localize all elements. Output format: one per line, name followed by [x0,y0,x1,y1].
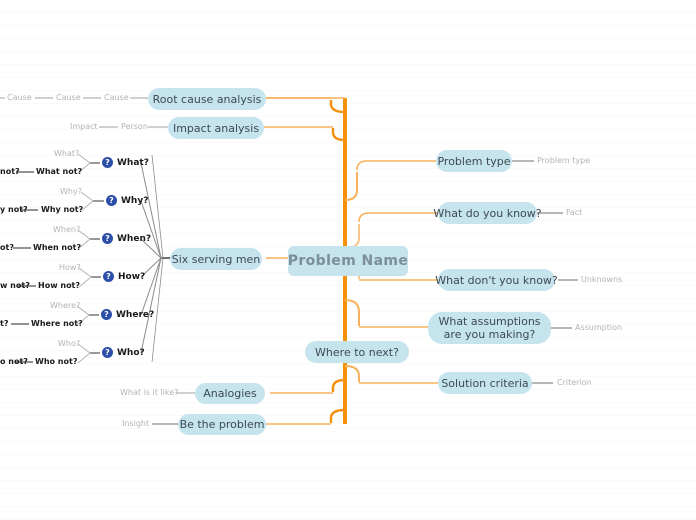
node-six-serving-men-label: Six serving men [171,252,261,266]
node-what-dont-you-know[interactable]: What don't you know? [435,269,558,291]
sublabel-how-not-tail: w not? [0,281,30,290]
sublabel-where-not-tail: t? [0,319,9,328]
question-icon: ? [103,271,114,282]
center-node-label: Problem Name [287,252,409,269]
tail-label-assumption: Assumption [575,323,623,332]
node-problem-type-label: Problem type [437,154,511,168]
node-what-do-you-know-label: What do you know? [433,206,542,220]
sublabel-when-not: When not? [33,243,82,252]
node-analogies[interactable]: Analogies [195,383,265,404]
question-icon: ? [106,195,117,206]
qnode-when[interactable]: ? When? [102,233,151,244]
sublabel-when-upper: When? [53,225,81,234]
tail-label-insight: Insight [122,419,150,428]
node-what-dont-you-know-label: What don't you know? [435,273,558,287]
node-where-to-next-label: Where to next? [315,345,399,359]
center-node[interactable]: Problem Name [288,246,408,276]
qnode-when-label: When? [117,233,152,244]
node-six-serving-men[interactable]: Six serving men [170,248,262,270]
sublabel-why-not: Why not? [41,205,84,214]
sublabel-what-not-tail: not? [0,167,20,176]
node-impact-analysis-label: Impact analysis [172,121,260,135]
sublabel-who-upper: Who? [58,339,81,348]
qnode-how-label: How? [118,271,146,282]
node-be-the-problem-label: Be the problem [179,418,265,431]
sublabel-what-upper: What? [54,149,80,158]
tail-label-problem-type: Problem type [537,156,591,165]
tail-label-cause-1: Cause [104,93,129,102]
node-solution-criteria-label: Solution criteria [441,376,529,390]
tail-label-unknowns: Unknowns [581,275,623,284]
tail-label-fact: Fact [566,208,583,217]
qnode-who[interactable]: ? Who? [102,347,145,358]
sublabel-how-upper: How? [59,263,81,272]
node-be-the-problem[interactable]: Be the problem [178,414,266,435]
sublabel-who-not: Who not? [35,357,78,366]
question-icon: ? [102,347,113,358]
sublabel-where-not: Where not? [31,319,83,328]
tail-label-criterion: Criterion [557,378,592,387]
sublabel-when-not-tail: ot? [0,243,14,252]
node-what-do-you-know[interactable]: What do you know? [433,202,542,224]
tail-label-cause-2: Cause [56,93,81,102]
qnode-where-label: Where? [116,309,155,320]
qnode-why[interactable]: ? Why? [106,195,148,206]
tail-label-person: Person [121,122,148,131]
node-solution-criteria[interactable]: Solution criteria [438,372,532,394]
qnode-how[interactable]: ? How? [103,271,145,282]
sublabel-where-upper: Where? [50,301,81,310]
node-analogies-label: Analogies [203,387,257,400]
sublabel-what-not: What not? [36,167,83,176]
qnode-what[interactable]: ? What? [102,157,149,168]
question-icon: ? [102,157,113,168]
sublabel-why-not-tail: y not? [0,205,28,214]
node-what-assumptions-label: What assumptions are you making? [438,315,541,341]
tail-label-impact: Impact [70,122,98,131]
qnode-who-label: Who? [117,347,145,358]
qnode-where[interactable]: ? Where? [101,309,154,320]
qnode-what-label: What? [117,157,149,168]
tail-label-what-is-it-like: What is it like? [120,388,179,397]
question-icon: ? [102,233,113,244]
sublabel-who-not-tail: o not? [0,357,28,366]
question-icon: ? [101,309,112,320]
node-what-assumptions[interactable]: What assumptions are you making? [428,312,551,344]
node-root-cause-analysis-label: Root cause analysis [152,92,262,106]
qnode-why-label: Why? [121,195,149,206]
sublabel-why-upper: Why? [60,187,82,196]
node-root-cause-analysis[interactable]: Root cause analysis [148,88,266,110]
tail-label-cause-3: Cause [7,93,32,102]
node-where-to-next[interactable]: Where to next? [305,341,409,363]
node-problem-type[interactable]: Problem type [436,150,512,172]
sublabel-how-not: How not? [38,281,81,290]
node-impact-analysis[interactable]: Impact analysis [168,117,264,139]
